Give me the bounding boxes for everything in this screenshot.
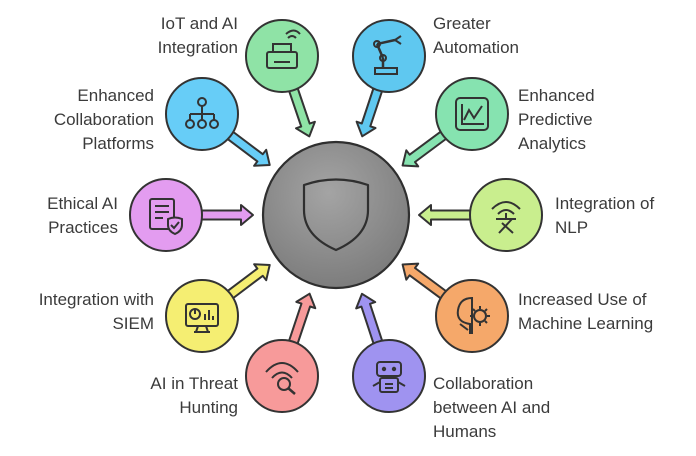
- connector-arrow: [401, 262, 452, 303]
- node-circle: [245, 19, 319, 93]
- connector-arrow: [222, 263, 271, 303]
- label-ai-threat-hunting: AI in Threat Hunting: [150, 372, 238, 420]
- center-node: [261, 140, 411, 290]
- label-line: Integration of: [555, 194, 655, 213]
- connector-arrow: [195, 204, 254, 226]
- topic-node: [165, 263, 271, 353]
- connector-arrow: [401, 127, 452, 168]
- node-circle: [245, 339, 319, 413]
- label-enhanced-collaboration-platforms: Enhanced Collaboration Platforms: [54, 84, 154, 156]
- label-line: AI in Threat: [150, 374, 238, 393]
- label-line: Hunting: [179, 398, 238, 417]
- label-line: Enhanced: [77, 86, 154, 105]
- robot-arm-icon: [373, 35, 402, 75]
- label-line: Integration with: [38, 290, 154, 309]
- label-line: IoT and AI: [160, 14, 238, 33]
- topic-node: [352, 19, 426, 138]
- label-line: Platforms: [82, 134, 154, 153]
- label-line: Greater: [433, 14, 491, 33]
- topic-node: [129, 178, 254, 252]
- shield-document-icon: [149, 198, 183, 236]
- label-line: between AI and: [433, 398, 551, 417]
- connector-arrow: [418, 204, 477, 226]
- label-iot-ai-integration: IoT and AI Integration: [158, 12, 238, 60]
- label-line: Practices: [48, 218, 118, 237]
- label-line: Increased Use of: [518, 290, 647, 309]
- robot-icon: [372, 361, 406, 393]
- connector-arrow: [355, 82, 385, 138]
- node-circle: [352, 19, 426, 93]
- head-gear-icon: [456, 296, 490, 334]
- connector-arrow: [286, 82, 316, 138]
- label-line: Integration: [157, 38, 238, 57]
- label-line: Machine Learning: [518, 314, 654, 333]
- label-line: Predictive: [518, 110, 593, 129]
- dashboard-icon: [185, 303, 219, 333]
- hierarchy-icon: [185, 97, 219, 129]
- label-line: NLP: [555, 218, 589, 237]
- label-ethical-ai-practices: Ethical AI Practices: [47, 192, 118, 240]
- label-integration-nlp: Integration of NLP: [555, 192, 654, 240]
- node-circle: [165, 279, 239, 353]
- signal-search-icon: [265, 362, 299, 395]
- label-increased-ml: Increased Use of Machine Learning: [518, 288, 653, 336]
- translate-icon: [491, 201, 521, 234]
- topic-node: [401, 77, 509, 168]
- label-enhanced-predictive-analytics: Enhanced Predictive Analytics: [518, 84, 595, 156]
- label-line: Ethical AI: [47, 194, 118, 213]
- connector-arrow: [355, 292, 385, 350]
- label-line: Enhanced: [518, 86, 595, 105]
- topic-node: [352, 292, 426, 413]
- connector-arrow: [222, 127, 271, 167]
- printer-icon: [266, 29, 301, 69]
- topic-node: [245, 292, 319, 413]
- label-line: Analytics: [518, 134, 587, 153]
- label-greater-automation: Greater Automation: [433, 12, 519, 60]
- label-integration-siem: Integration with SIEM: [39, 288, 154, 336]
- line-chart-icon: [455, 97, 489, 131]
- shield-icon: [302, 178, 370, 252]
- label-line: Automation: [433, 38, 519, 57]
- topic-node: [401, 262, 509, 353]
- label-line: Humans: [433, 422, 497, 441]
- connector-arrow: [286, 292, 317, 350]
- topic-node: [245, 19, 319, 138]
- label-line: SIEM: [112, 314, 154, 333]
- label-line: Collaboration: [53, 110, 154, 129]
- label-line: Collaboration: [433, 374, 534, 393]
- topic-node: [165, 77, 271, 167]
- topic-node: [418, 178, 543, 252]
- node-circle: [129, 178, 203, 252]
- label-collaboration-ai-humans: Collaboration between AI and Humans: [433, 372, 550, 444]
